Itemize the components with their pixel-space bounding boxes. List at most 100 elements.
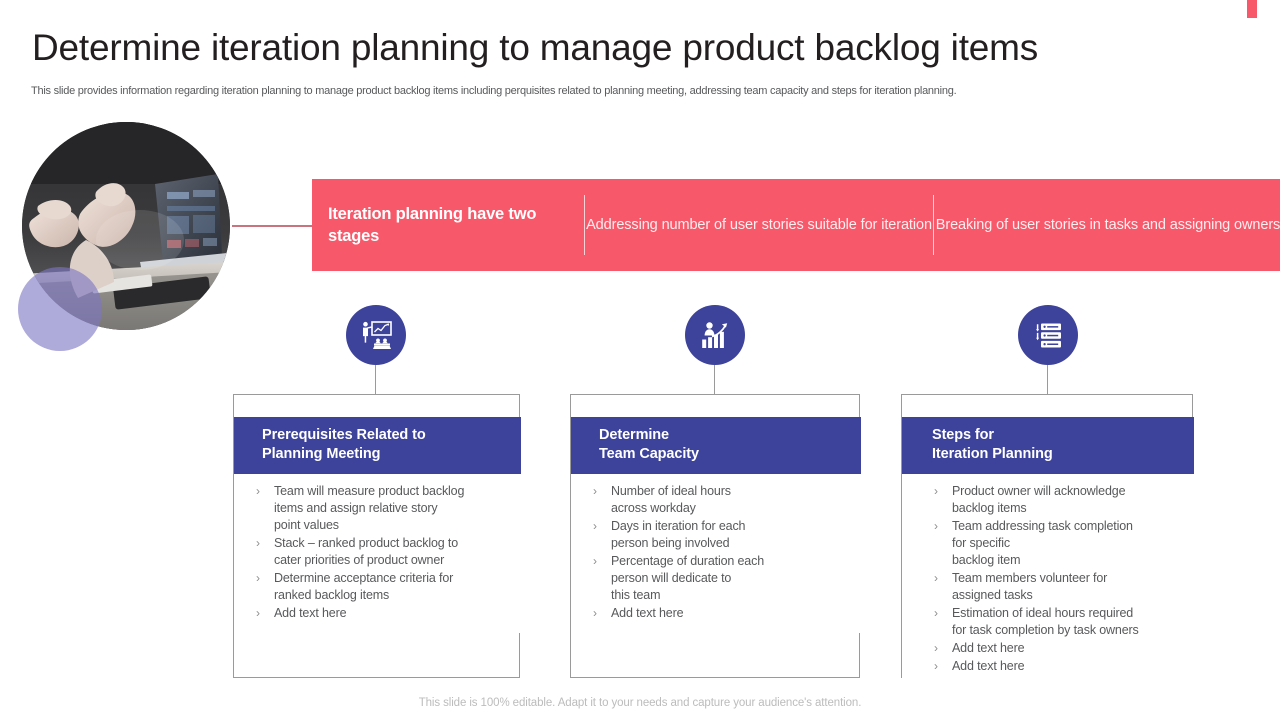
banner-lead: Iteration planning have two stages [312,179,584,271]
photo-circle [22,122,230,330]
list-item-line: Determine acceptance criteria for [274,571,454,585]
list-item: › Add text here [934,640,1184,657]
list-item-line: Add text here [274,606,347,620]
list-item: › Percentage of duration each person wil… [593,553,851,604]
list-item-line: assigned tasks [952,588,1033,602]
list-item: › Team will measure product backlog item… [256,483,511,534]
list-item: › Product owner will acknowledge backlog… [934,483,1184,517]
card-1-header: Prerequisites Related to Planning Meetin… [234,417,521,474]
banner-lead-text: Iteration planning have two stages [328,203,584,247]
chevron-right-icon: › [934,484,938,498]
banner-divider-1 [584,195,585,255]
card-3-title-line1: Steps for [932,427,994,443]
list-item: › Add text here [256,605,511,622]
card-outline-3: Steps for Iteration Planning › Product o… [901,394,1194,686]
chevron-right-icon: › [934,659,938,673]
corner-accent-mark [1247,0,1257,18]
banner-cell-2-line2: tasks and assigning owners [1104,216,1280,233]
card-1-title-line1: Prerequisites Related to [262,427,426,443]
card-2-body: › Number of ideal hours across workday ›… [571,474,861,633]
list-item-line: cater priorities of product owner [274,553,445,567]
banner-divider-2 [933,195,934,255]
list-item: › Add text here [934,658,1184,675]
chevron-right-icon: › [256,571,260,585]
list-item-text: Team addressing task completion for spec… [952,518,1184,569]
card-2-title-line2: Team Capacity [599,446,699,462]
list-item-text: Product owner will acknowledge backlog i… [952,483,1184,517]
list-item: › Estimation of ideal hours required for… [934,605,1184,639]
card-outline-1: Prerequisites Related to Planning Meetin… [233,394,521,678]
chevron-right-icon: › [934,641,938,655]
chevron-right-icon: › [256,484,260,498]
list-item-line: backlog items [952,501,1027,515]
list-item: › Team members volunteer for assigned ta… [934,570,1184,604]
banner-lead-line1: Iteration planning [328,205,463,223]
list-item-line: this team [611,588,661,602]
card-2-title-line1: Determine [599,427,670,443]
column-team-capacity: Determine Team Capacity › Number of idea… [546,300,886,690]
list-item-line: Team members volunteer for [952,571,1108,585]
list-item-text: Add text here [611,605,851,622]
list-item: › Days in iteration for each person bein… [593,518,851,552]
card-2-header: Determine Team Capacity [571,417,861,474]
card-team-capacity: Determine Team Capacity › Number of idea… [571,417,861,633]
banner-cell-2: Breaking of user stories in tasks and as… [934,179,1280,271]
banner-cell-1-line2: stories suitable for iteration [761,216,932,233]
column-prerequisites: Prerequisites Related to Planning Meetin… [207,300,547,690]
list-item-text: Estimation of ideal hours required for t… [952,605,1184,639]
photo-figure [18,122,230,351]
photo-illustration [22,122,230,330]
card-3-body: › Product owner will acknowledge backlog… [902,474,1194,686]
stacked-list-icon [1018,305,1078,365]
list-item-line: across workday [611,501,696,515]
list-item-text: Determine acceptance criteria for ranked… [274,570,511,604]
list-item-line: ranked backlog items [274,588,390,602]
chevron-right-icon: › [593,484,597,498]
list-item-text: Number of ideal hours across workday [611,483,851,517]
list-item-line: person being involved [611,536,730,550]
list-item-line: for task completion by task owners [952,623,1139,637]
list-item-line: Add text here [611,606,684,620]
growth-bar-chart-glyph [702,322,728,348]
list-item: › Stack – ranked product backlog to cate… [256,535,511,569]
list-item-line: Estimation of ideal hours required [952,606,1134,620]
card-3-header: Steps for Iteration Planning [902,417,1194,474]
banner-cell-1-text: Addressing number of user stories suitab… [586,215,932,236]
card-steps: Steps for Iteration Planning › Product o… [902,417,1194,686]
card-prerequisites: Prerequisites Related to Planning Meetin… [234,417,521,633]
presentation-training-glyph [363,321,392,349]
list-item-text: Stack – ranked product backlog to cater … [274,535,511,569]
banner-cell-1: Addressing number of user stories suitab… [585,179,933,271]
list-item-line: for specific [952,536,1010,550]
page-title: Determine iteration planning to manage p… [32,27,1039,68]
list-item-line: person will dedicate to [611,571,732,585]
card-1-body: › Team will measure product backlog item… [234,474,521,633]
list-item: › Number of ideal hours across workday [593,483,851,517]
card-1-title-line2: Planning Meeting [262,446,381,462]
chevron-right-icon: › [256,606,260,620]
list-item: › Team addressing task completion for sp… [934,518,1184,569]
columns-region: Prerequisites Related to Planning Meetin… [0,300,1280,690]
list-item-line: Add text here [952,659,1025,673]
list-item-line: Stack – ranked product backlog to [274,536,459,550]
list-item: › Determine acceptance criteria for rank… [256,570,511,604]
banner-cell-2-line1: Breaking of user stories in [935,216,1101,233]
connector-stem-3 [1047,365,1048,394]
list-item-line: Product owner will acknowledge [952,484,1126,498]
chevron-right-icon: › [593,519,597,533]
decorative-lavender-circle [18,267,102,351]
banner-lead-line2: have two stages [328,205,537,245]
list-item-line: Team addressing task completion [952,519,1133,533]
list-item-text: Team will measure product backlog items … [274,483,511,534]
list-item-line: items and assign relative story [274,501,438,515]
list-item-line: Number of ideal hours [611,484,731,498]
chevron-right-icon: › [593,606,597,620]
list-item-text: Add text here [952,640,1184,657]
growth-bar-chart-icon [685,305,745,365]
page-subtitle: This slide provides information regardin… [31,85,957,97]
list-item-line: Percentage of duration each [611,554,765,568]
card-outline-2: Determine Team Capacity › Number of idea… [570,394,861,678]
presentation-training-icon [346,305,406,365]
card-3-title-line2: Iteration Planning [932,446,1053,462]
list-item-text: Days in iteration for each person being … [611,518,851,552]
